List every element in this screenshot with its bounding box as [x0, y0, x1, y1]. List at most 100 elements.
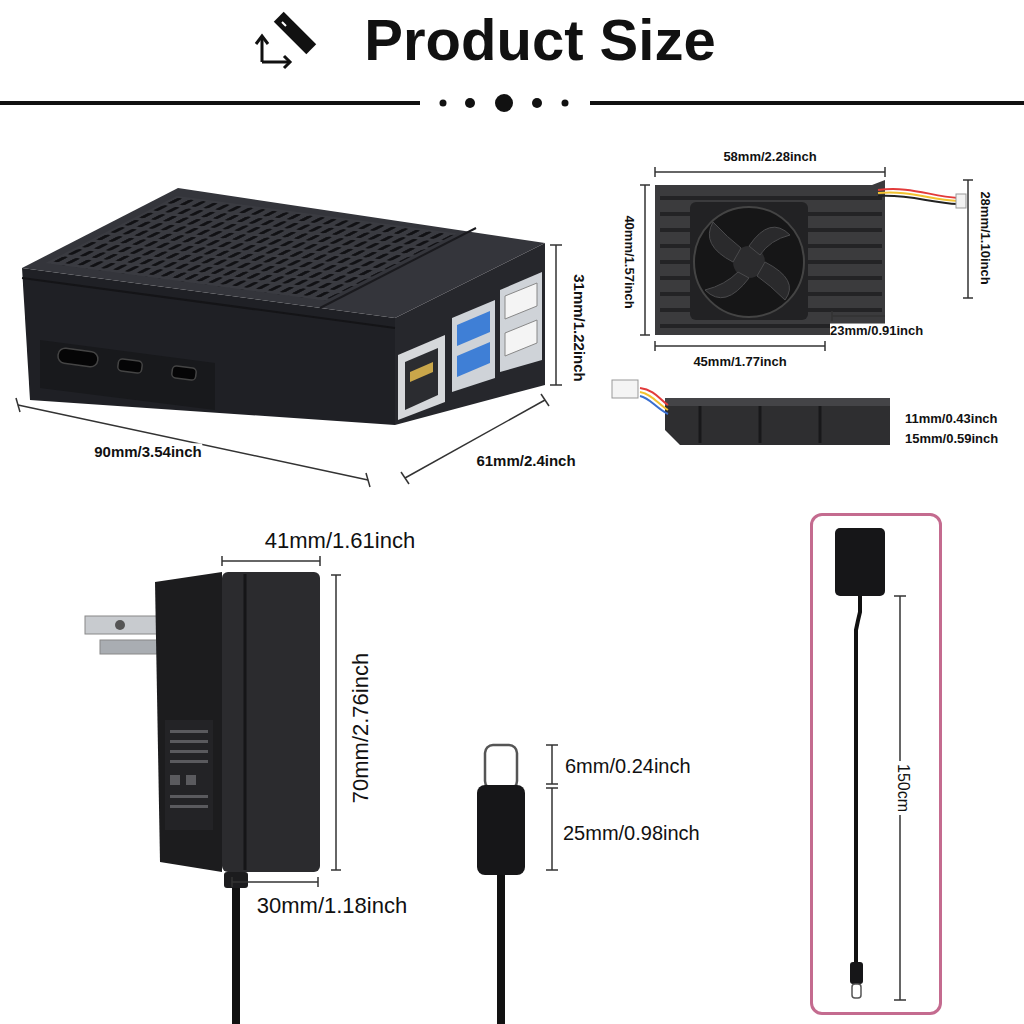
fan-heatsink [749, 227, 790, 255]
fan-dimension-lines [654, 341, 656, 351]
dimension-label: 45mm/1.77inch [693, 355, 786, 370]
case-illustration [505, 320, 537, 356]
usb-c-plug [477, 745, 525, 1024]
case-illustration [171, 365, 196, 380]
fan-side-view [665, 398, 890, 406]
dimension-label: 41mm/1.61inch [265, 528, 415, 553]
length-label: 150cm [892, 761, 914, 815]
power-adapter [170, 750, 208, 753]
fan-dimension-lines [640, 184, 650, 186]
case-dimension-lines [550, 384, 562, 386]
fan-dimension-lines [832, 315, 885, 317]
power-adapter [170, 740, 208, 743]
case-illustration [457, 311, 490, 346]
adapter-dimension-lines [232, 881, 318, 883]
cable-illustration [835, 528, 885, 596]
power-adapter [186, 775, 196, 785]
dimension-label: 40mm/1.57inch [622, 215, 637, 308]
page-title: Product Size [364, 7, 715, 74]
plug-dimension-lines [551, 788, 553, 870]
adapter-dimension-lines [222, 560, 320, 562]
fan-dimension-lines [655, 171, 885, 173]
fan-heatsink [655, 180, 885, 335]
case-illustration [410, 362, 433, 382]
usb-c-plug [477, 785, 525, 875]
dimension-label: 25mm/0.98inch [563, 822, 700, 845]
case-dimension-lines [366, 473, 370, 487]
divider [562, 100, 569, 107]
dimension-label: 6mm/0.24inch [565, 755, 691, 778]
power-adapter [155, 572, 222, 872]
case-dimension-lines [16, 398, 20, 412]
power-adapter [222, 572, 320, 872]
case-illustration [505, 283, 537, 319]
power-adapter [165, 720, 213, 830]
power-adapter [170, 775, 180, 785]
cable-illustration [852, 984, 861, 998]
fan-dimension-lines [654, 167, 656, 177]
fan-heatsink [690, 202, 808, 320]
fan-heatsink [660, 198, 882, 326]
adapter-dimension-lines [335, 575, 337, 870]
fan-dimension-lines [967, 180, 969, 298]
fan-heatsink [757, 262, 790, 300]
case-illustration [57, 347, 99, 367]
usb-c-plug [485, 745, 517, 789]
power-adapter [100, 640, 162, 654]
adapter-dimension-lines [222, 556, 341, 887]
adapter-dimension-lines [331, 574, 341, 576]
fan-heatsink [694, 207, 804, 317]
dimension-label: 30mm/1.18inch [257, 893, 407, 918]
fan-heatsink [878, 196, 958, 204]
dimension-label: 23mm/0.91inch [830, 324, 923, 339]
case-illustration [405, 348, 438, 410]
plug-dimension-lines [546, 869, 558, 871]
fan-side-view [612, 380, 890, 445]
power-adapter [170, 805, 208, 808]
power-adapter [232, 888, 240, 1024]
case-illustration [398, 335, 445, 420]
case-dimension-lines [401, 472, 409, 484]
case-illustration [452, 300, 495, 392]
fan-side-view [699, 400, 702, 443]
ruler-icon [282, 10, 302, 26]
dimension-label: 61mm/2.4inch [476, 452, 575, 469]
dimension-label: 31mm/1.22inch [570, 274, 587, 382]
fan-heatsink [705, 272, 749, 298]
fan-side-view [759, 400, 762, 443]
power-adapter [244, 574, 247, 870]
power-adapter [85, 616, 163, 634]
case-dimension-lines [550, 244, 562, 246]
dimension-label: 90mm/3.54inch [94, 443, 202, 460]
power-adapter [85, 572, 320, 1024]
dimension-label: 70mm/2.76inch [348, 653, 373, 803]
fan-heatsink [655, 180, 966, 335]
adapter-dimension-lines [317, 877, 319, 887]
fan-side-view [700, 400, 820, 443]
case-illustration [22, 188, 545, 425]
case-illustration [500, 272, 542, 372]
cable-dimension-line [894, 999, 906, 1001]
plug-dimension-lines [546, 744, 558, 746]
divider [0, 94, 1024, 112]
cable-dimension-line [894, 595, 906, 597]
divider [532, 98, 542, 108]
fan-heatsink [956, 194, 966, 208]
fan-heatsink [660, 196, 882, 200]
fan-side-view [640, 392, 668, 410]
dimension-label: 11mm/0.43inch [905, 412, 998, 427]
dimension-label: 58mm/2.28inch [723, 150, 816, 165]
case-illustration [22, 278, 395, 328]
fan-side-view [819, 400, 822, 443]
power-adapter [170, 795, 208, 798]
fan-dimension-lines [655, 345, 825, 347]
cable-length-box: 150cm [810, 513, 942, 1015]
dimension-label: 28mm/1.10inch [978, 191, 993, 284]
fan-heatsink [709, 222, 741, 262]
ruler-icon [274, 12, 316, 54]
plug-dimension-lines [546, 745, 558, 870]
power-adapter [115, 620, 125, 630]
divider [495, 94, 513, 112]
